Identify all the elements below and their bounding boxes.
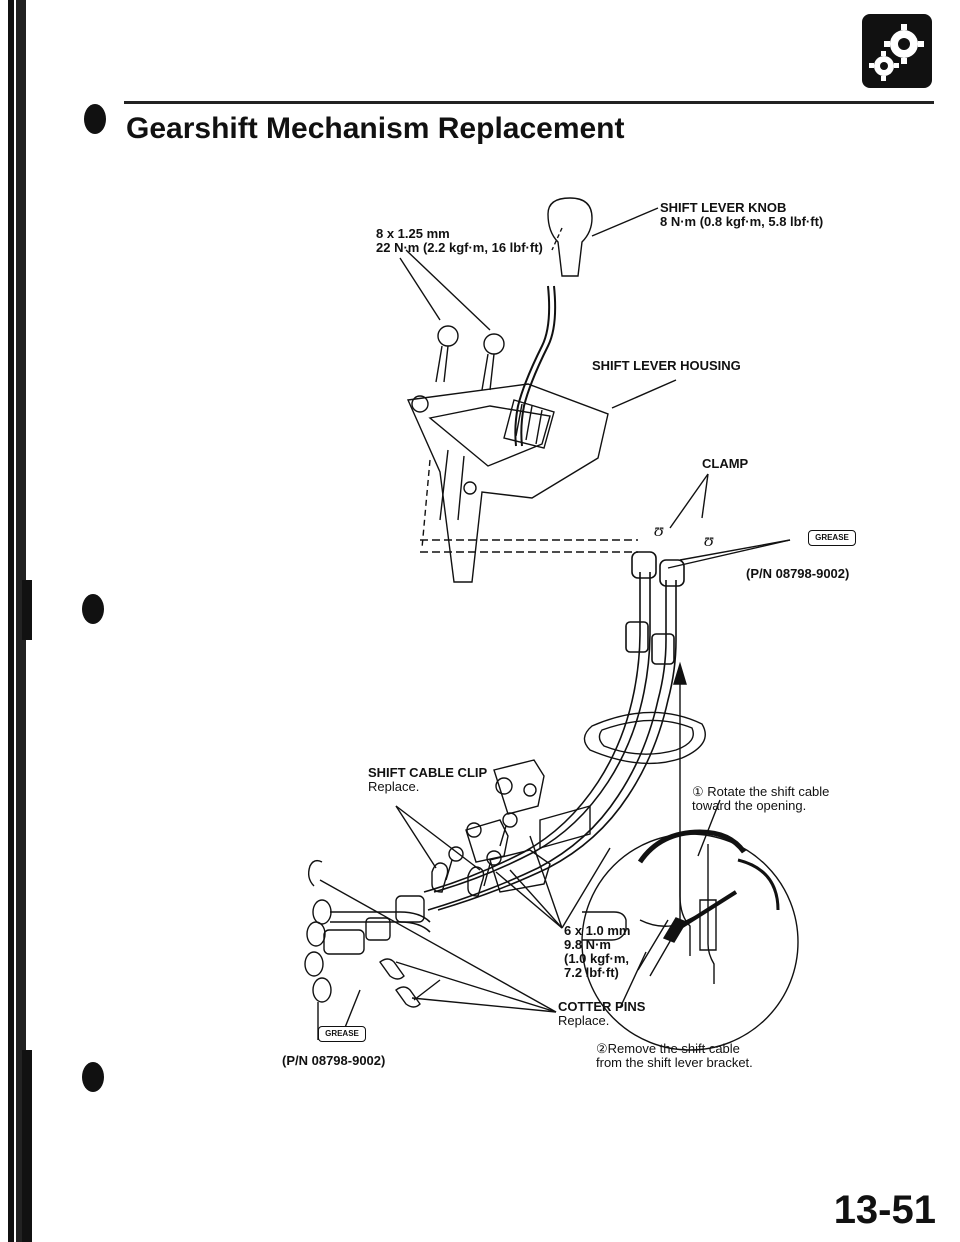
transmission-gear-icon	[862, 14, 932, 88]
step2-number: ②	[596, 1041, 608, 1056]
shift-knob	[547, 197, 593, 277]
label-grease-pn-right: (P/N 08798-9002)	[746, 566, 850, 581]
page-number: 13-51	[833, 1188, 936, 1232]
label-shift-lever-knob: SHIFT LEVER KNOB	[660, 200, 787, 215]
inset-detail	[581, 829, 799, 1051]
step2-text: Remove the shift cable from the shift le…	[596, 1041, 753, 1070]
page-title: Gearshift Mechanism Replacement	[126, 112, 625, 145]
grease-tag-left: GREASE	[318, 1026, 366, 1042]
binder-spine-graphic	[8, 0, 32, 1242]
margin-bullet	[82, 594, 104, 624]
svg-text:ʊ: ʊ	[704, 530, 714, 550]
label-cable-clip-replace: Replace.	[368, 779, 420, 794]
section-bullet	[84, 104, 106, 134]
shift-lever	[514, 285, 551, 447]
margin-bullet	[82, 1062, 104, 1092]
label-bolt-torque-bottom: 9.8 N·m (1.0 kgf·m, 7.2 lbf·ft)	[564, 937, 630, 980]
step1-number: ①	[692, 784, 704, 799]
cotter-pins	[379, 958, 441, 1008]
label-clamp: CLAMP	[702, 456, 749, 471]
label-step2: ②Remove the shift cable from the shift l…	[596, 1042, 753, 1070]
label-cotter-pins: COTTER PINS	[558, 999, 646, 1014]
label-step1: ① Rotate the shift cable toward the open…	[692, 785, 829, 813]
binder-spine	[0, 0, 32, 1242]
cable-ends	[304, 859, 431, 1003]
label-bolt-size-top: 8 x 1.25 mm	[376, 226, 450, 241]
svg-text:ʊ: ʊ	[654, 520, 664, 540]
shift-lever-housing	[406, 383, 609, 583]
label-cotter-pins-replace: Replace.	[558, 1013, 610, 1028]
cable-brackets	[465, 759, 591, 893]
shift-cable-clips	[431, 862, 485, 897]
title-rule	[124, 101, 934, 104]
label-bolt-size-bottom: 6 x 1.0 mm	[564, 923, 631, 938]
grease-tag-right: GREASE	[808, 530, 856, 546]
label-grease-pn-left: (P/N 08798-9002)	[282, 1053, 386, 1068]
label-shift-lever-housing: SHIFT LEVER HOUSING	[592, 358, 741, 373]
bolt-top-right	[481, 333, 505, 391]
label-knob-torque: 8 N·m (0.8 kgf·m, 5.8 lbf·ft)	[660, 214, 824, 229]
label-bolt-torque-top: 22 N·m (2.2 kgf·m, 16 lbf·ft)	[376, 240, 543, 255]
label-shift-cable-clip: SHIFT CABLE CLIP	[368, 765, 488, 780]
bolt-top-left	[435, 325, 459, 383]
cable-grommet	[583, 711, 706, 765]
bolts-bottom	[445, 812, 518, 887]
step1-text: Rotate the shift cable toward the openin…	[692, 784, 830, 813]
